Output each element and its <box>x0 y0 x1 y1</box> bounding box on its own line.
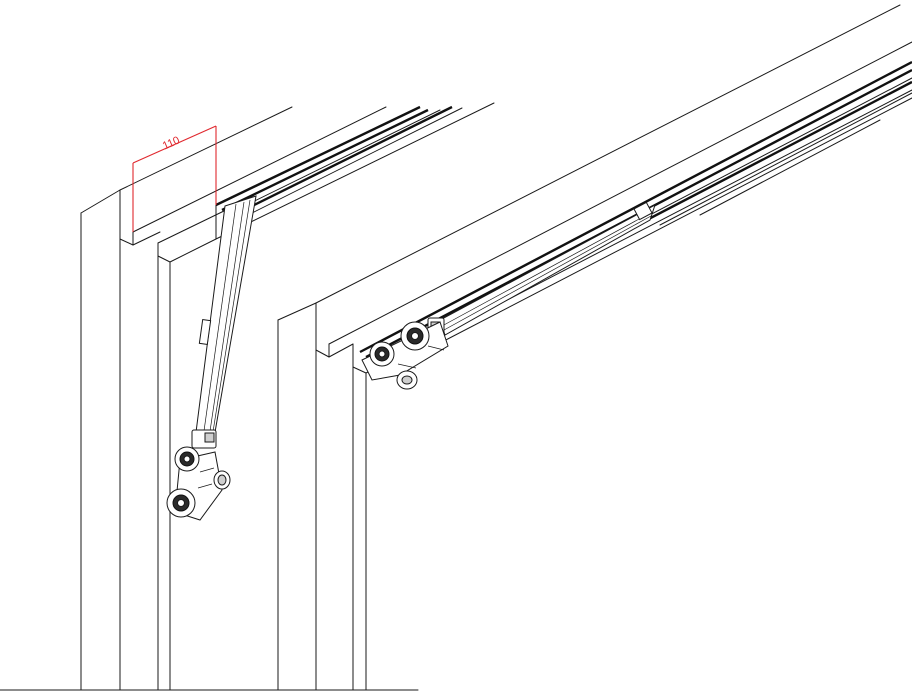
dimension-110: 110 <box>132 125 217 232</box>
right-door-frame <box>277 4 912 691</box>
dimension-line-top <box>132 125 217 164</box>
right-roller-carriage <box>361 317 449 390</box>
left-roller-carriage <box>166 429 231 521</box>
right-swing-arm <box>439 201 656 336</box>
left-door-frame <box>80 106 387 691</box>
dimension-label: 110 <box>161 134 182 152</box>
left-swing-arm <box>194 195 257 441</box>
left-top-track <box>215 102 495 240</box>
